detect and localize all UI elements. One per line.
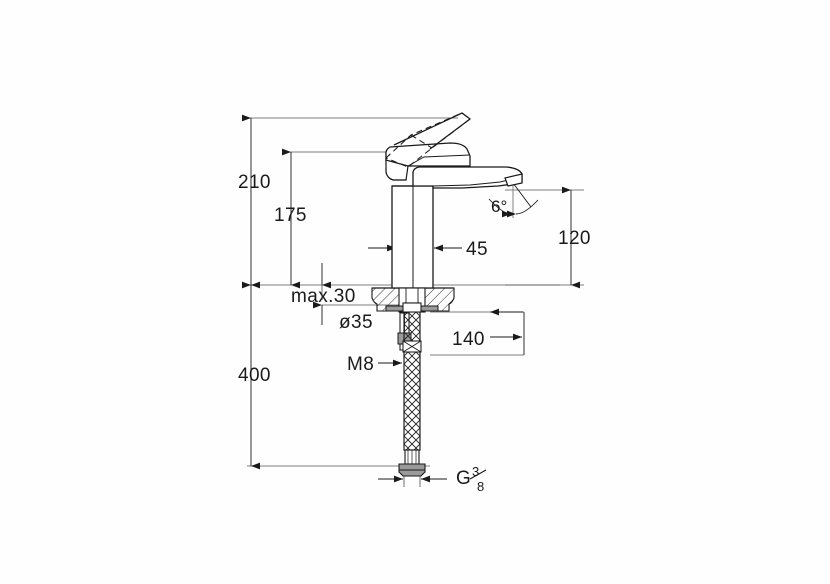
dimension-400: 400 [238,365,271,386]
dimension-210: 210 [238,172,271,193]
dimension-m8-thread: M8 [347,354,374,375]
dimension-diameter-35: ø35 [339,312,373,333]
dimension-120: 120 [558,228,591,249]
g38-denominator: 8 [477,479,484,494]
g38-numerator: 3 [472,464,479,479]
faucet-body [391,166,523,289]
lever-handle-raised-outline [393,112,472,150]
dimension-175: 175 [274,205,307,226]
dimension-max-30: max.30 [291,286,356,307]
lever-handle-raised-ghost [385,112,471,181]
dimension-line-140 [490,308,525,355]
dimension-45: 45 [466,239,488,260]
dimension-g38-thread: G 3 8 [456,464,487,494]
flexible-hose [398,302,426,477]
dimension-angle-6-degrees: 6° [491,197,507,216]
g38-letter: G [456,468,471,489]
dimension-140: 140 [452,329,485,350]
